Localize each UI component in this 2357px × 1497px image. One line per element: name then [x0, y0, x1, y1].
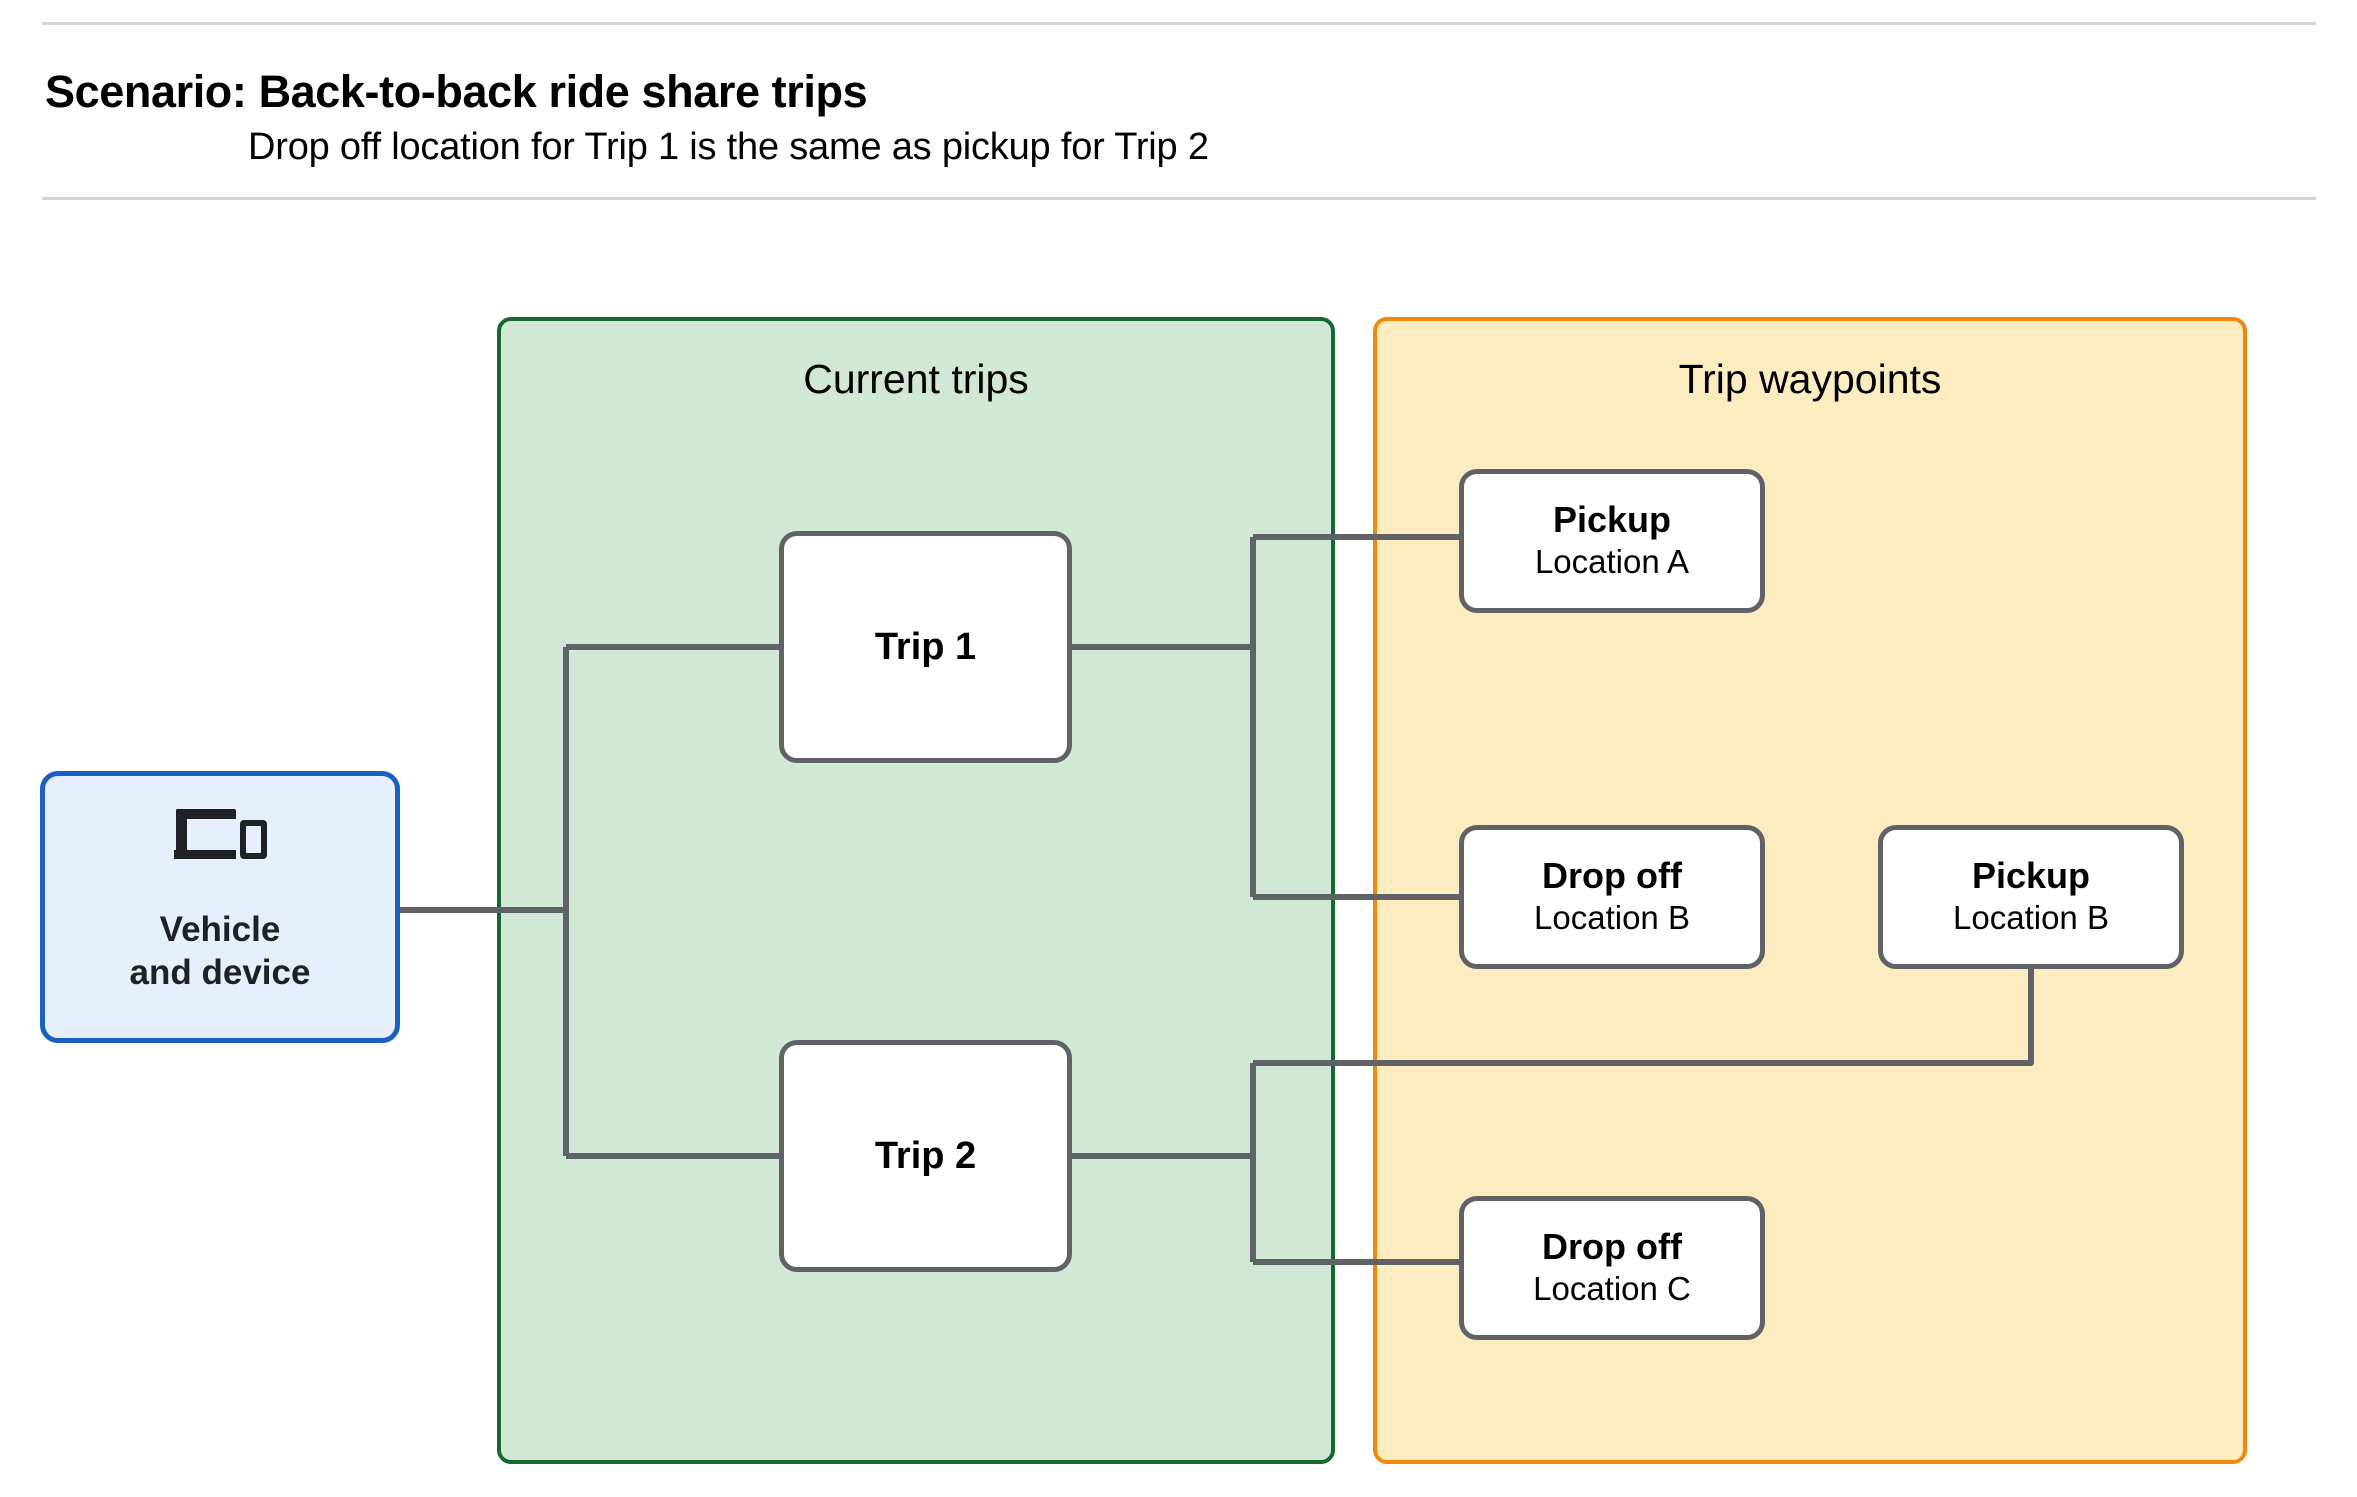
- waypoint-pickup-b-type: Pickup: [1971, 855, 2091, 897]
- header-divider-bottom: [42, 197, 2316, 200]
- node-waypoint-pickup-a[interactable]: Pickup Location A: [1459, 469, 1765, 613]
- node-waypoint-dropoff-b[interactable]: Drop off Location B: [1459, 825, 1765, 969]
- waypoint-pickup-a-location: Location A: [1534, 543, 1690, 581]
- devices-icon: [174, 808, 267, 859]
- waypoint-dropoff-c-type: Drop off: [1542, 1226, 1682, 1268]
- node-trip-2-label: Trip 2: [874, 1134, 977, 1177]
- waypoint-pickup-a-type: Pickup: [1552, 499, 1672, 541]
- page-title: Scenario: Back-to-back ride share trips: [45, 66, 868, 117]
- page-subtitle: Drop off location for Trip 1 is the same…: [248, 126, 1209, 168]
- node-trip-1[interactable]: Trip 1: [779, 531, 1072, 763]
- vehicle-device-label-line-1: Vehicle: [159, 909, 281, 949]
- header-divider-top: [42, 22, 2316, 25]
- node-trip-2[interactable]: Trip 2: [779, 1040, 1072, 1272]
- waypoint-dropoff-b-type: Drop off: [1542, 855, 1682, 897]
- node-vehicle-and-device[interactable]: Vehicle and device: [40, 771, 400, 1043]
- node-trip-1-label: Trip 1: [874, 625, 977, 668]
- group-current-trips: Current trips: [497, 317, 1335, 1464]
- node-waypoint-dropoff-c[interactable]: Drop off Location C: [1459, 1196, 1765, 1340]
- vehicle-device-label-line-2: and device: [129, 953, 311, 992]
- waypoint-dropoff-c-location: Location C: [1533, 1270, 1691, 1308]
- group-trip-waypoints-title: Trip waypoints: [1678, 356, 1942, 402]
- group-current-trips-title: Current trips: [803, 356, 1029, 402]
- waypoint-pickup-b-location: Location B: [1953, 899, 2109, 937]
- waypoint-dropoff-b-location: Location B: [1534, 899, 1690, 937]
- node-waypoint-pickup-b[interactable]: Pickup Location B: [1878, 825, 2184, 969]
